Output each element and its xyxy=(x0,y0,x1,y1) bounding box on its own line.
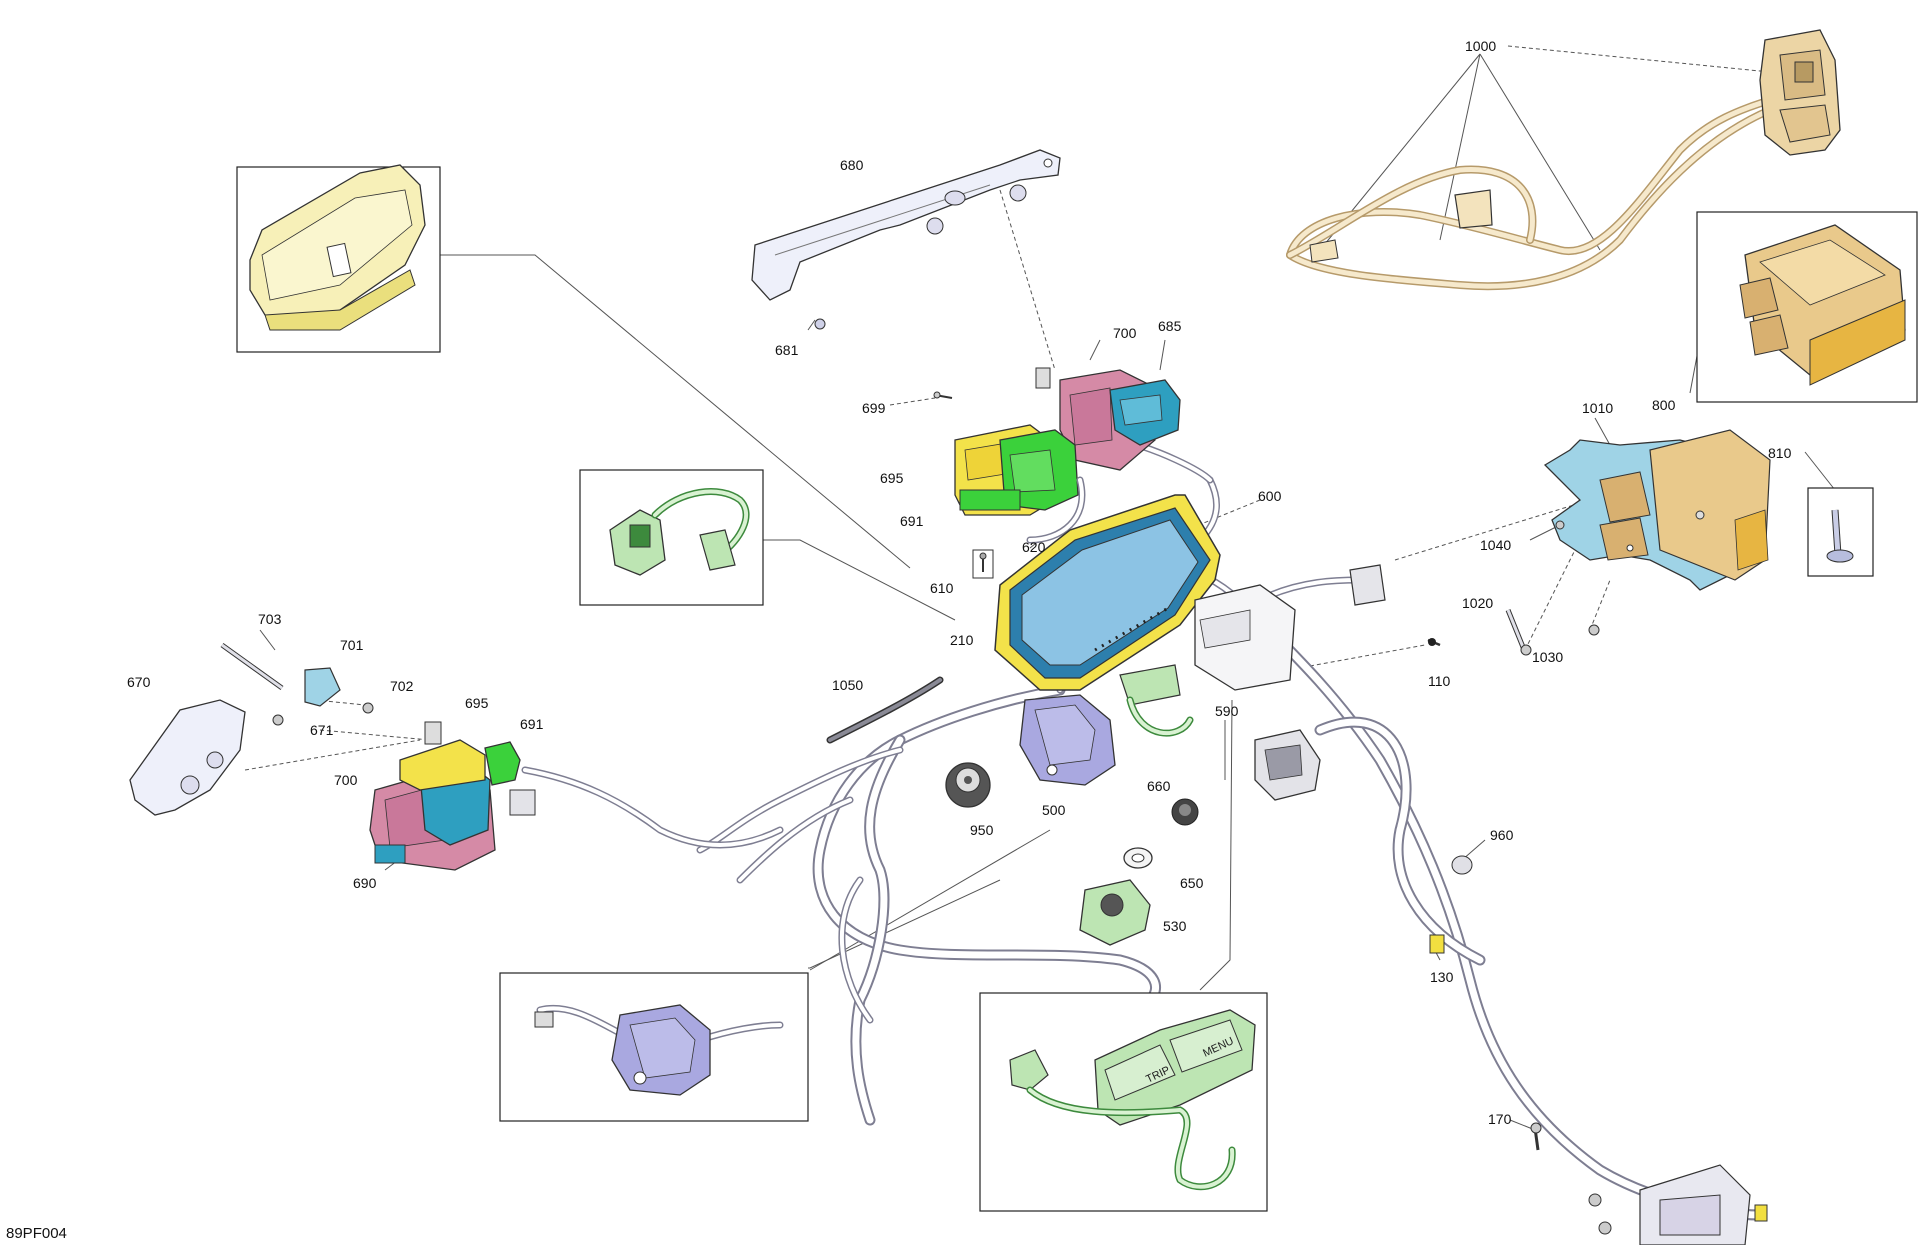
callout-700-lower: 700 xyxy=(334,772,358,788)
figure-id: 89PF004 xyxy=(6,1225,67,1242)
callout-810: 810 xyxy=(1768,445,1792,461)
left-connector-cluster xyxy=(129,642,536,871)
upper-connector-cluster xyxy=(933,367,1181,544)
callout-1030: 1030 xyxy=(1532,649,1563,665)
part-1050-strip xyxy=(826,676,944,744)
callout-610: 610 xyxy=(930,580,954,596)
callout-700-upper: 700 xyxy=(1113,325,1137,341)
callout-1050: 1050 xyxy=(832,677,863,693)
fuse-relay-box xyxy=(1119,564,1441,801)
callout-130: 130 xyxy=(1430,969,1454,985)
callout-702: 702 xyxy=(390,678,414,694)
callout-530: 530 xyxy=(1163,918,1187,934)
callout-650: 650 xyxy=(1180,875,1204,891)
callout-681: 681 xyxy=(775,342,799,358)
callout-691-lower: 691 xyxy=(520,716,544,732)
callout-660: 660 xyxy=(1147,778,1171,794)
inset-display-cover xyxy=(236,164,441,353)
callout-110: 110 xyxy=(1428,673,1451,689)
callout-680: 680 xyxy=(840,157,864,173)
callout-800: 800 xyxy=(1652,397,1676,413)
callout-1020: 1020 xyxy=(1462,595,1493,611)
part-610-display-cluster xyxy=(972,494,1221,691)
inset-800-regulator xyxy=(1696,211,1918,403)
callout-500: 500 xyxy=(1042,802,1066,818)
callout-620: 620 xyxy=(1022,539,1046,555)
handlebar-switch-harness xyxy=(1286,29,1841,291)
callout-670: 670 xyxy=(127,674,151,690)
part-1010-bracket-and-800 xyxy=(1505,429,1771,656)
inset-ignition-housing xyxy=(499,972,809,1122)
ignition-and-sockets xyxy=(945,694,1542,1151)
callout-1010: 1010 xyxy=(1582,400,1613,416)
callout-685: 685 xyxy=(1158,318,1182,334)
inset-green-connector xyxy=(579,469,764,606)
callout-600: 600 xyxy=(1258,488,1282,504)
callout-671: 671 xyxy=(310,722,334,738)
callout-690: 690 xyxy=(353,875,377,891)
callout-695-lower: 695 xyxy=(465,695,489,711)
callout-590: 590 xyxy=(1215,703,1239,719)
callout-703: 703 xyxy=(258,611,282,627)
callout-695-upper: 695 xyxy=(880,470,904,486)
inset-switch-panel: TRIP MENU xyxy=(979,992,1268,1212)
callout-1000: 1000 xyxy=(1465,38,1496,54)
callout-691-upper: 691 xyxy=(900,513,924,529)
callout-210: 210 xyxy=(950,632,974,648)
callout-labels: 1000 680 681 700 685 699 695 691 620 600… xyxy=(127,38,1792,1127)
callout-960: 960 xyxy=(1490,827,1514,843)
inset-810-bolt xyxy=(1807,487,1874,577)
callout-699: 699 xyxy=(862,400,886,416)
part-680-bracket xyxy=(751,149,1061,330)
callout-170: 170 xyxy=(1488,1111,1512,1127)
callout-701: 701 xyxy=(340,637,364,653)
callout-950: 950 xyxy=(970,822,994,838)
callout-1040: 1040 xyxy=(1480,537,1511,553)
